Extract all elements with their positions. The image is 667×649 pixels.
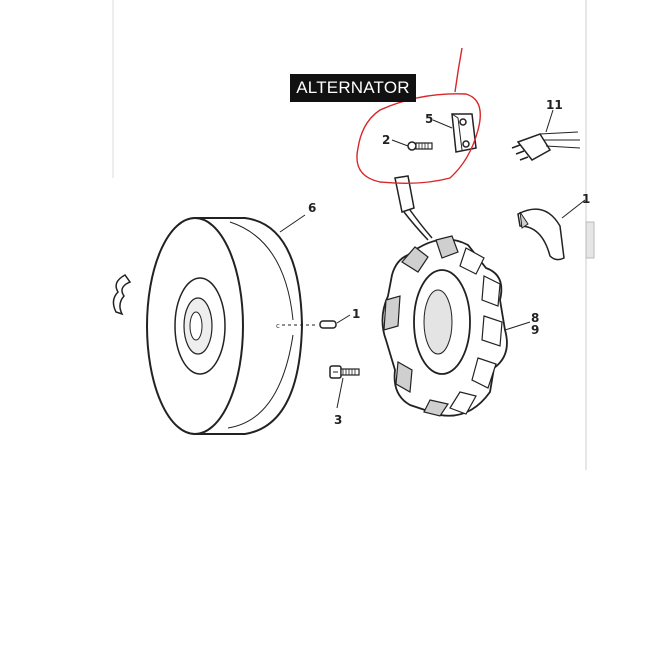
- callout-1-right: 1: [582, 192, 590, 206]
- curved-spacer: [517, 199, 586, 261]
- diagram-title: ALTERNATOR: [290, 74, 416, 102]
- callout-2: 2: [382, 133, 390, 147]
- callout-3: 3: [334, 413, 342, 427]
- callout-1: 1: [352, 307, 360, 321]
- callout-8: 8: [531, 311, 539, 325]
- rectifier-part-11: [511, 109, 581, 161]
- callout-5: 5: [425, 112, 433, 126]
- screw-part-2: [391, 139, 433, 151]
- callout-11: 11: [546, 98, 563, 112]
- callout-c: c: [276, 322, 280, 330]
- highlight-annotation: [356, 47, 481, 185]
- key-pin: [282, 314, 351, 329]
- flywheel: [146, 217, 304, 435]
- callout-9: 9: [531, 323, 539, 337]
- screw-part-3: [329, 365, 360, 409]
- stator: [381, 235, 531, 417]
- retaining-clip: [112, 274, 132, 316]
- bracket-part-5: [432, 113, 477, 153]
- scroll-tab: [585, 221, 595, 259]
- callout-6: 6: [308, 201, 316, 215]
- leader-part-6: [279, 214, 306, 233]
- stator-connector: [394, 175, 433, 241]
